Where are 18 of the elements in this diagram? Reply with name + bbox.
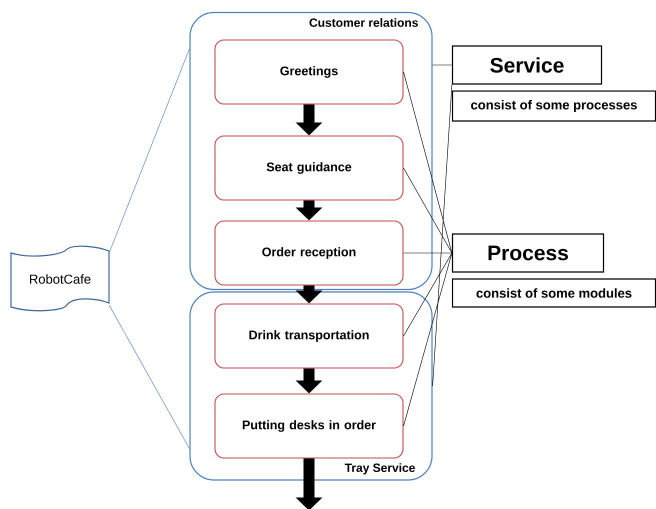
connector-line xyxy=(403,252,452,254)
leader-line xyxy=(108,48,190,254)
process-box: Order reception xyxy=(214,220,404,286)
note-box: consist of some processes xyxy=(452,90,656,122)
connector-line xyxy=(432,84,452,386)
connector-line xyxy=(432,64,452,66)
process-box: Drink transportation xyxy=(214,303,404,369)
leader-line xyxy=(108,304,190,449)
connector-line xyxy=(403,252,452,426)
connector-line xyxy=(403,72,452,254)
title-box: Process xyxy=(452,233,604,273)
title-box: Service xyxy=(452,45,602,85)
process-box: Seat guidance xyxy=(214,135,404,201)
connector-line xyxy=(403,252,452,336)
note-box: consist of some modules xyxy=(452,278,656,308)
process-box: Putting desks in order xyxy=(214,393,404,459)
process-box: Greetings xyxy=(214,39,404,105)
connector-line xyxy=(403,168,452,254)
